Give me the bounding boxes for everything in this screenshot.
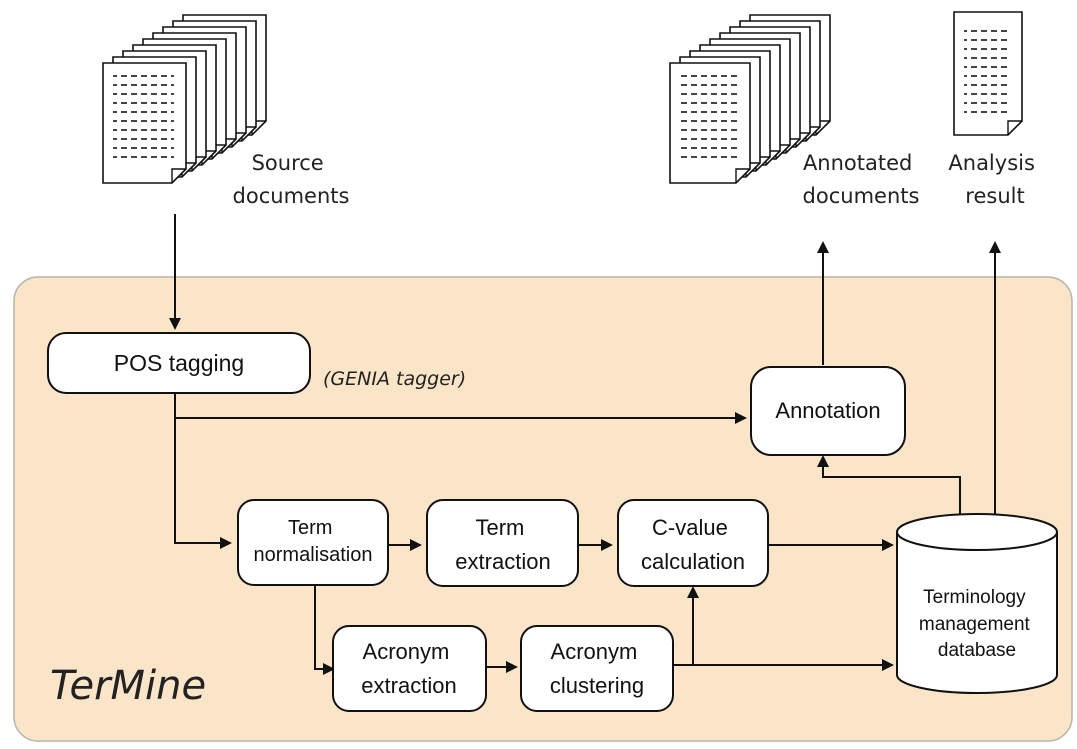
acronym-extraction-box: Acronym extraction <box>332 625 487 712</box>
acronym-clustering-label: Acronym clustering <box>550 639 644 698</box>
annotation-label: Annotation <box>775 398 880 423</box>
arrow-pos-to-term-normalisation <box>174 418 232 549</box>
pos-tagging-box: POS tagging <box>47 332 311 394</box>
term-extraction-box: Term extraction <box>426 499 579 587</box>
terminology-database: Terminology management database <box>896 513 1058 694</box>
analysis-result-label: Analysis result <box>948 151 1041 208</box>
genia-tagger-note: (GENIA tagger) <box>323 368 466 390</box>
cvalue-calculation-box: C-value calculation <box>617 499 769 587</box>
source-documents-label: Source documents <box>233 151 350 208</box>
arrow-normalisation-to-acronym-extraction <box>314 585 335 675</box>
acronym-clustering-box: Acronym clustering <box>520 625 674 712</box>
annotated-documents-icon <box>669 14 831 184</box>
analysis-result-icon <box>953 11 1023 136</box>
terminology-database-label: Terminology management database <box>919 587 1035 661</box>
cvalue-calculation-label: C-value calculation <box>641 515 745 574</box>
source-documents-icon <box>102 14 267 184</box>
term-normalisation-label: Term normalisation <box>254 517 373 566</box>
termine-system-name: TerMine <box>50 663 206 709</box>
arrow-database-to-annotation <box>817 455 961 516</box>
term-normalisation-box: Term normalisation <box>237 499 389 586</box>
annotated-documents-label: Annotated documents <box>803 151 920 208</box>
term-extraction-label: Term extraction <box>455 515 550 574</box>
acronym-extraction-label: Acronym extraction <box>361 639 456 698</box>
pos-tagging-label: POS tagging <box>114 350 244 376</box>
annotation-box: Annotation <box>750 366 906 456</box>
